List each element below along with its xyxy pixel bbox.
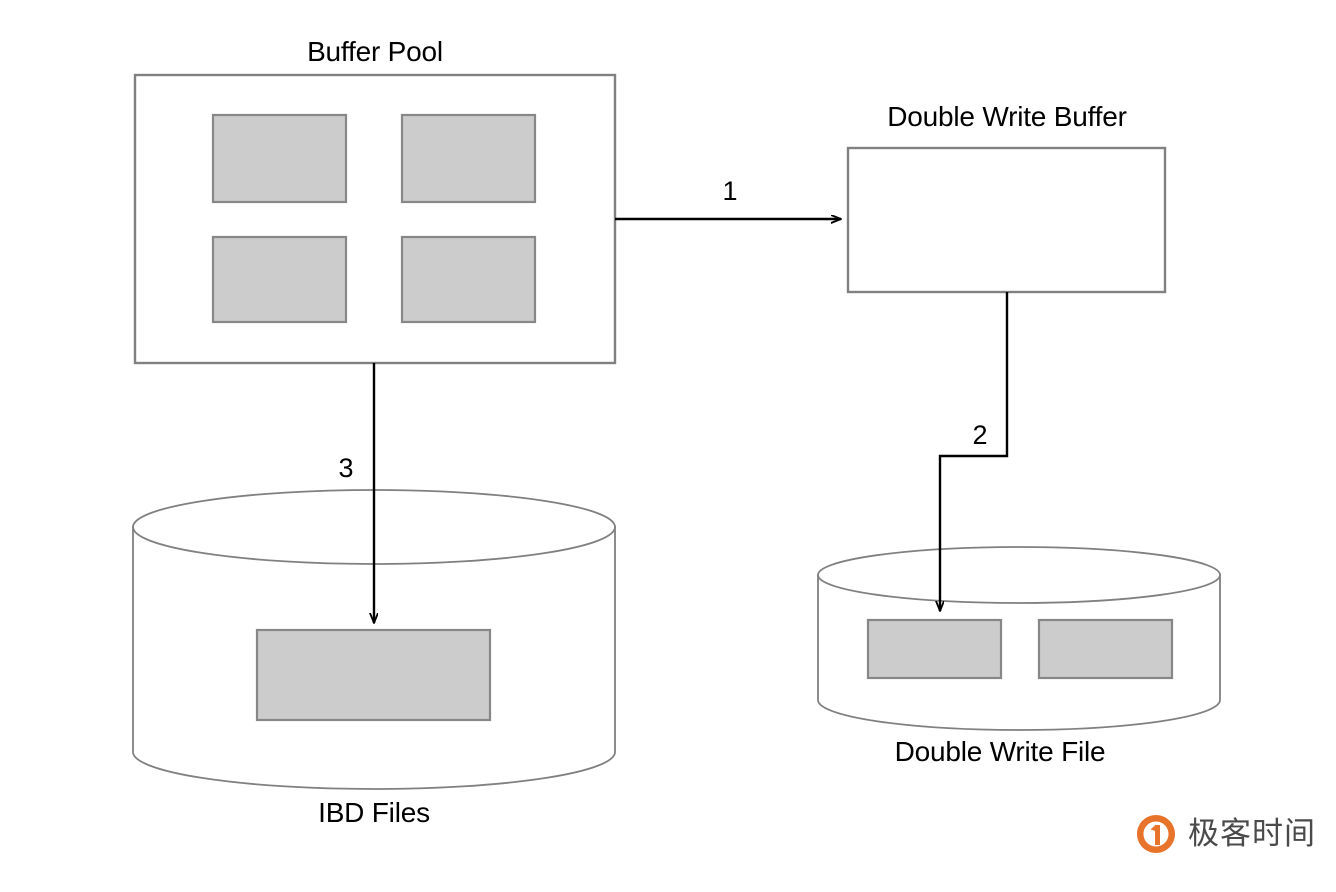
double-write-buffer-box[interactable] <box>846 146 1167 294</box>
double-write-buffer-label: Double Write Buffer <box>887 101 1127 132</box>
dwf-cylinder-top[interactable] <box>817 546 1221 604</box>
geektime-logo-icon <box>1134 812 1178 856</box>
dwf-page-1[interactable] <box>866 618 1003 680</box>
edge-3-label: 3 <box>338 453 354 483</box>
buffer-pool-label: Buffer Pool <box>307 36 443 67</box>
edge-2-arrow[interactable] <box>940 292 1009 611</box>
edge-1-label: 1 <box>722 176 738 206</box>
buffer-pool-page-2[interactable] <box>400 113 537 204</box>
buffer-pool-box[interactable] <box>133 73 617 365</box>
buffer-pool-page-1[interactable] <box>211 113 348 204</box>
dwf-cylinder-body[interactable] <box>817 574 1221 731</box>
double-write-file-label: Double Write File <box>894 736 1106 767</box>
dwf-page-2[interactable] <box>1037 618 1174 680</box>
ibd-files-label: IBD Files <box>318 797 430 828</box>
watermark-text: 极客时间 <box>1188 815 1316 852</box>
edge-2-label: 2 <box>972 420 988 450</box>
node-double-write-buffer[interactable] <box>846 146 1167 294</box>
node-buffer-pool[interactable] <box>133 73 617 365</box>
ibd-page-1[interactable] <box>255 628 492 722</box>
watermark: 极客时间 <box>1134 812 1316 856</box>
buffer-pool-page-3[interactable] <box>211 235 348 324</box>
buffer-pool-page-4[interactable] <box>400 235 537 324</box>
node-double-write-file[interactable] <box>817 546 1221 731</box>
